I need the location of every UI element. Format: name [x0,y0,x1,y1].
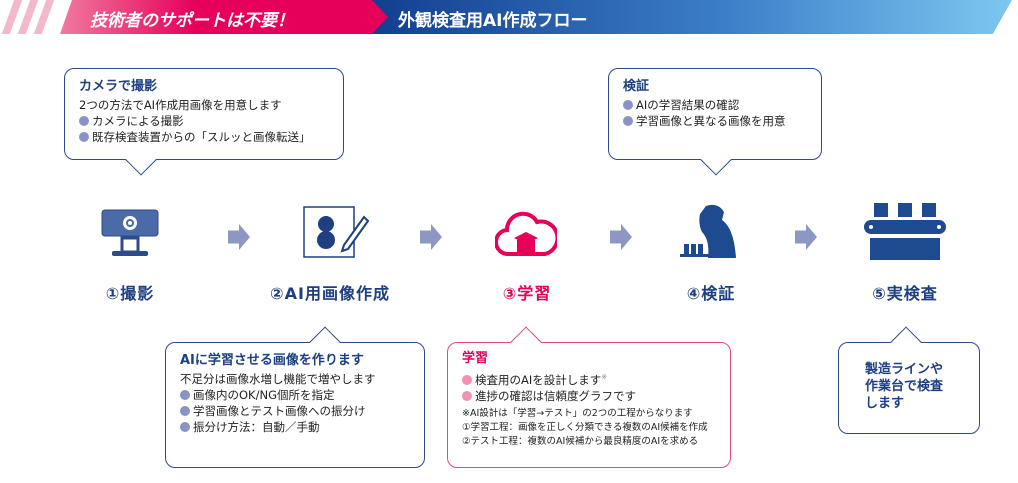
camera-icon [101,209,159,256]
list-item: 学習画像とテスト画像への振分け [180,403,410,419]
callout-shoot: カメラで撮影 2つの方法でAI作成用画像を用意します カメラによる撮影 既存検査… [64,68,344,176]
step-create-images: ②AI用画像作成 [270,284,390,303]
arrow-right-icon [795,224,817,250]
note: ①学習工程：画像を正しく分類できる複数のAI候補を作成 [462,421,708,433]
bullet-icon [623,116,633,126]
callout-verify: 検証 AIの学習結果の確認 学習画像と異なる画像を用意 [608,68,822,176]
list-item: 進捗の確認は信頼度グラフです [462,388,716,404]
inspector-icon [680,204,736,258]
bullet-icon [180,390,190,400]
bullet-icon [462,390,472,401]
bullet-icon [180,422,190,432]
step-learn: ③学習 [502,284,552,303]
callout-title: AIに学習させる画像を作ります [180,353,364,368]
callout-inspect: 製造ラインや作業台で検査します [838,326,980,434]
list-item: 既存検査装置からの「スルッと画像転送」 [79,129,329,145]
stripe-decoration [33,0,55,34]
note: ※AI設計は「学習→テスト」の2つの工程からなります [462,407,693,419]
callout-lead: 不足分は画像水増し機能で増やします [180,372,376,386]
list-item: 画像内のOK/NG個所を指定 [180,387,410,403]
callout-title: カメラで撮影 [79,79,158,94]
list-item: カメラによる撮影 [79,113,329,129]
arrow-right-icon [228,224,250,250]
list-item: 学習画像と異なる画像を用意 [623,113,807,129]
list-item: 検査用のAIを設計します※ [462,369,716,388]
header-banner: 技術者のサポートは不要！ 外観検査用AI作成フロー [0,0,1018,34]
callout-title: 学習 [462,351,489,366]
callout-lead: 2つの方法でAI作成用画像を用意します [79,98,282,112]
callout-title: 検証 [623,79,650,94]
arrow-right-icon [420,224,442,250]
callout-text: 製造ラインや作業台で検査します [865,362,944,411]
bullet-icon [180,406,190,416]
drawing-icon [303,206,370,258]
step-verify: ④検証 [686,284,736,303]
note: ②テスト工程：複数のAI候補から最良精度のAIを求める [462,435,699,447]
callout-learn: 学習 検査用のAIを設計します※ 進捗の確認は信頼度グラフです ※AI設計は「学… [447,326,731,468]
banner-pink [60,0,400,34]
callout-tail [890,326,922,358]
callout-tail [125,144,157,176]
bullet-icon [462,374,472,385]
list-item: AIの学習結果の確認 [623,97,807,113]
bullet-icon [623,100,633,110]
callout-create-images: AIに学習させる画像を作ります 不足分は画像水増し機能で増やします 画像内のOK… [165,326,425,468]
callout-tail [700,144,732,176]
bullet-icon [79,116,89,126]
cloud-learning-icon [495,211,557,257]
banner-tagline: 技術者のサポートは不要！ [90,11,294,31]
step-inspect: ⑤実検査 [872,284,938,303]
bullet-icon [79,132,89,142]
banner-blue [372,0,1012,34]
banner-title: 外観検査用AI作成フロー [398,11,588,31]
conveyor-icon [864,203,946,260]
list-item: 振分け方法：自動／手動 [180,419,410,435]
step-shoot: ①撮影 [105,284,155,303]
arrow-right-icon [610,224,632,250]
